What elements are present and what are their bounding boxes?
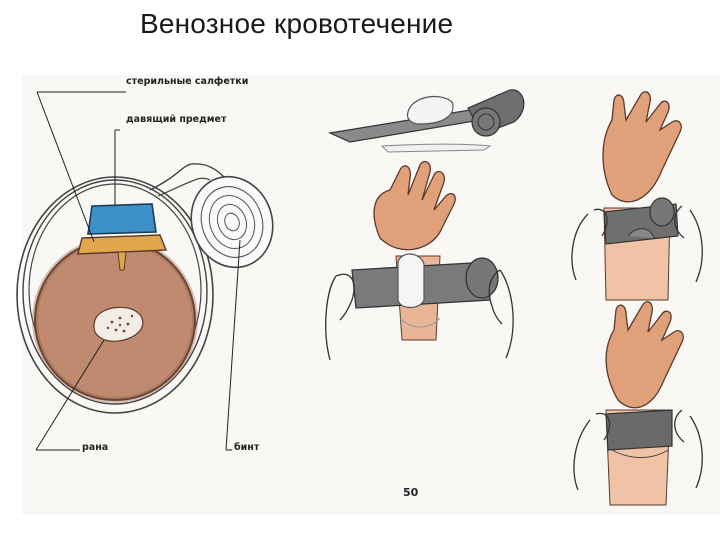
sterile-gauze (77, 234, 168, 255)
label-sterile-wipes: стерильные салфетки (126, 76, 249, 87)
limb-cross-section (16, 91, 274, 451)
hand-tying-bandage-top (571, 91, 703, 301)
hand-tying-bandage-bottom (573, 301, 703, 506)
slide-title: Венозное кровотечение (140, 8, 454, 39)
label-bandage: бинт (234, 442, 260, 453)
label-pressing-object: давящий предмет (126, 114, 227, 125)
hand-applying-bandage (325, 160, 514, 361)
page-number: 50 (403, 486, 419, 499)
bandage-roll (190, 175, 274, 269)
supplies-on-table (327, 89, 525, 153)
pressing-pad (87, 203, 157, 235)
label-wound: рана (82, 442, 109, 453)
wound-shape (93, 306, 144, 342)
